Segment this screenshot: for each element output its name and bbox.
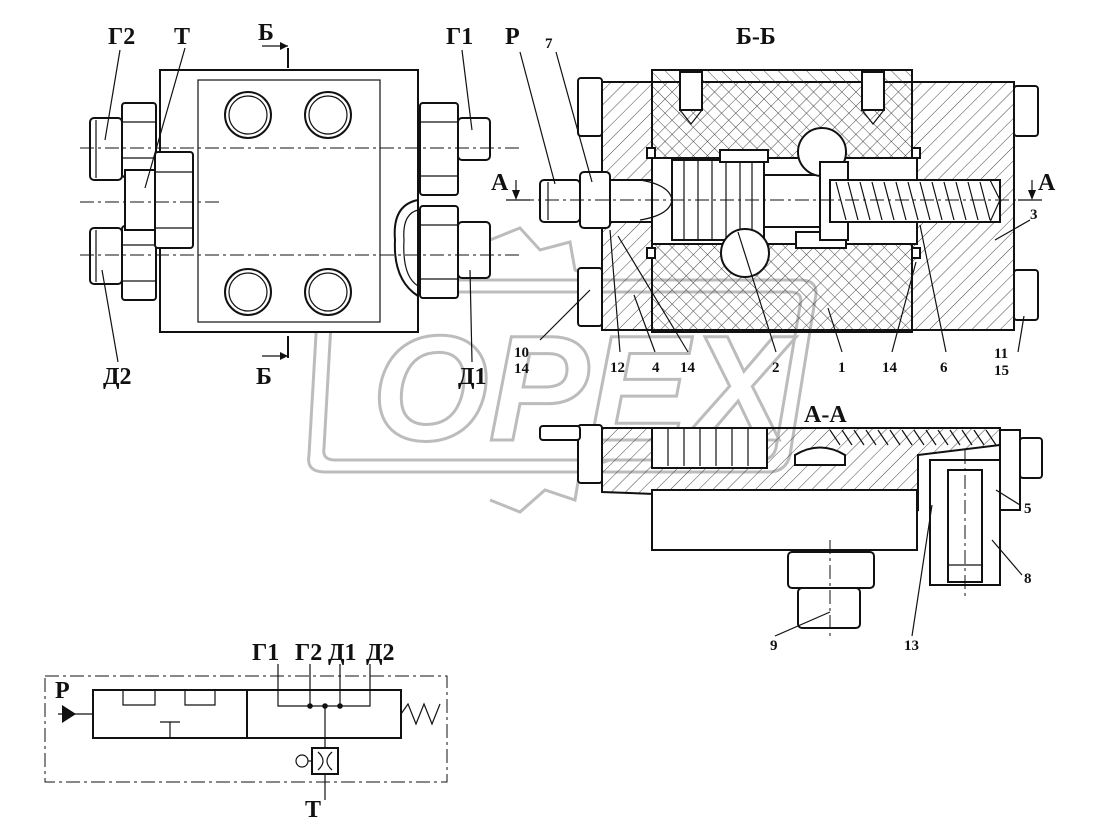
label-p-section: Р <box>505 24 520 50</box>
spring <box>829 179 1001 223</box>
bolt-heads <box>224 91 352 316</box>
label-t: Т <box>174 24 190 50</box>
right-fittings <box>393 102 491 299</box>
title-section-bb: Б-Б <box>736 24 776 50</box>
schem-label-g2: Г2 <box>295 640 322 666</box>
section-bb: Б-Б Р А А 7 3 10 14 12 4 14 2 1 14 6 11 … <box>491 24 1056 379</box>
label-10: 10 <box>514 345 529 361</box>
hydraulic-schematic: Г1 Г2 Д1 Д2 Р Т <box>44 640 448 823</box>
label-d2: Д2 <box>103 364 132 390</box>
section-aa: А-А 5 8 9 13 <box>539 402 1043 654</box>
label-a-left: А <box>491 170 509 196</box>
top-view: Г2 Т Б Г1 Д2 Б Д1 <box>80 20 520 390</box>
label-9: 9 <box>770 638 778 654</box>
label-3: 3 <box>1030 207 1038 223</box>
label-15: 15 <box>994 363 1009 379</box>
label-2: 2 <box>772 360 780 376</box>
label-13: 13 <box>904 638 919 654</box>
label-section-b-bottom: Б <box>256 364 272 390</box>
block-face <box>197 79 381 323</box>
title-section-aa: А-А <box>804 402 847 428</box>
label-14a: 14 <box>514 361 530 377</box>
left-fittings <box>89 102 194 301</box>
label-8: 8 <box>1024 571 1032 587</box>
label-11: 11 <box>994 346 1008 362</box>
schematic-frame <box>44 675 448 783</box>
label-12: 12 <box>610 360 625 376</box>
p-fitting <box>539 171 673 229</box>
schem-label-d1: Д1 <box>328 640 357 666</box>
block-outline <box>159 69 419 333</box>
schem-label-d2: Д2 <box>366 640 395 666</box>
label-6: 6 <box>940 360 948 376</box>
schem-label-g1: Г1 <box>252 640 279 666</box>
label-g1: Г1 <box>446 24 473 50</box>
schem-label-p: Р <box>55 678 70 704</box>
label-4: 4 <box>652 360 660 376</box>
label-a-right: А <box>1038 170 1056 196</box>
label-section-b-top: Б <box>258 20 274 46</box>
label-14c: 14 <box>882 360 898 376</box>
label-7: 7 <box>545 36 553 52</box>
label-1: 1 <box>838 360 846 376</box>
schem-label-t: Т <box>305 797 321 823</box>
label-d1: Д1 <box>458 364 487 390</box>
label-14b: 14 <box>680 360 696 376</box>
label-5: 5 <box>1024 501 1032 517</box>
label-g2: Г2 <box>108 24 135 50</box>
